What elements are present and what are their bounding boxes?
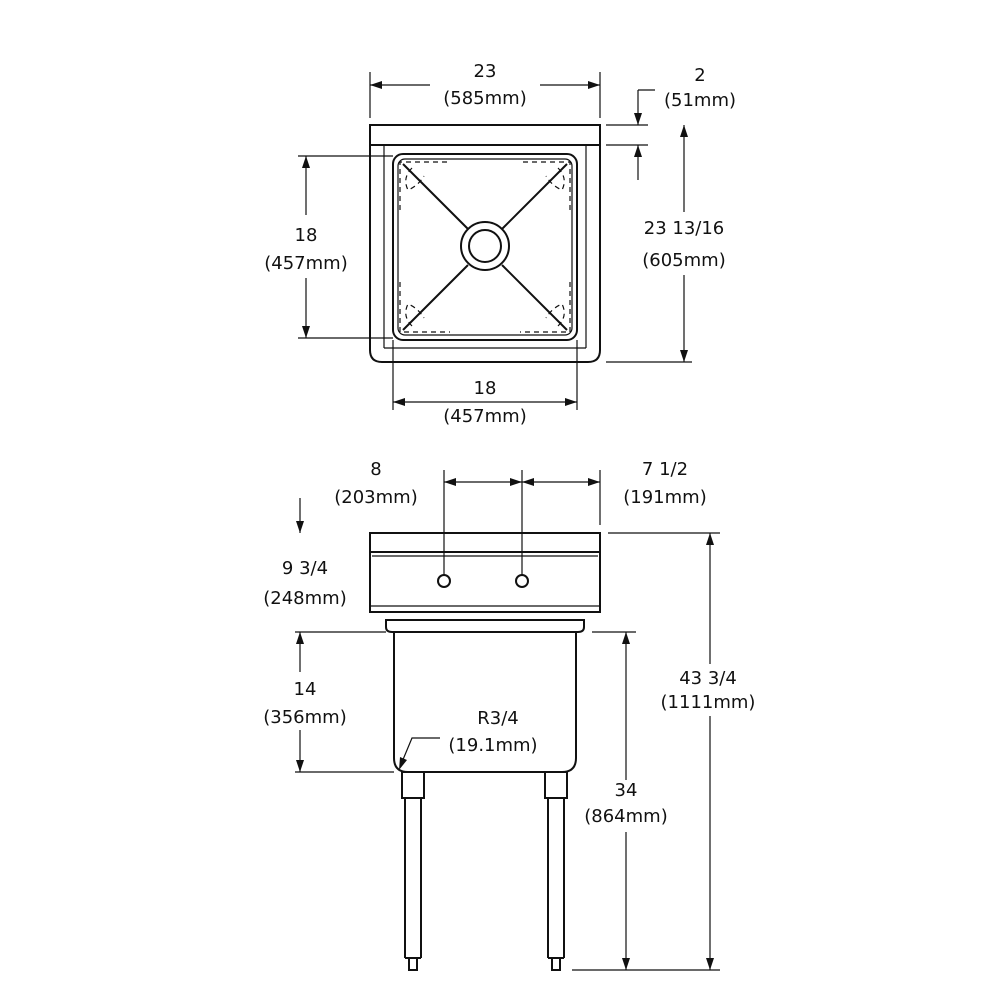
dim-corner-radius: R3/4 (19.1mm): [399, 708, 538, 770]
dim-bowl-depth: 14 (356mm): [263, 679, 394, 773]
front-view: 8 (203mm) 7 1/2 (191mm) 9 3/4 (248mm) 14…: [263, 459, 756, 971]
dim-corner-radius-metric: (19.1mm): [448, 735, 537, 756]
corner-mark-top-left: [399, 161, 450, 210]
dim-overall-depth-metric: (605mm): [642, 250, 725, 271]
bowl-outer: [392, 153, 578, 341]
sink-top-outline: [369, 124, 601, 363]
dim-overall-depth: 23 13/16 (605mm): [606, 125, 726, 363]
dim-overall-width-value: 23: [474, 61, 497, 82]
dim-splash-height: 9 3/4 (248mm): [263, 498, 386, 672]
dim-bowl-depth-top-value: 18: [295, 225, 318, 246]
faucet-hole-right: [515, 574, 529, 588]
dim-bowl-depth-metric: (356mm): [263, 707, 346, 728]
dim-backsplash-metric: (51mm): [664, 90, 736, 111]
slope-line: [402, 163, 469, 230]
top-view: 23 (585mm) 2 (51mm) 18 (457mm): [264, 61, 736, 427]
leg-right: [544, 771, 568, 971]
dim-overall-depth-value: 23 13/16: [644, 218, 725, 239]
dim-faucet-center-metric: (203mm): [334, 487, 417, 508]
dim-overall-width: 23 (585mm): [369, 61, 601, 118]
sink-rim: [385, 619, 585, 633]
slope-line: [501, 163, 568, 230]
corner-mark-bottom-right: [520, 282, 571, 333]
dim-splash-height-metric: (248mm): [263, 588, 346, 609]
dim-bowl-depth-value: 14: [294, 679, 317, 700]
faucet-hole-left: [437, 574, 451, 588]
slope-line: [402, 264, 469, 331]
drain-inner: [468, 229, 502, 263]
dim-faucet-offset-value: 7 1/2: [642, 459, 688, 480]
dim-overall-height: 43 3/4 (1111mm): [572, 532, 756, 971]
dim-bowl-width: 18 (457mm): [392, 340, 578, 427]
dim-faucet-center-value: 8: [370, 459, 381, 480]
dim-faucet-offset-metric: (191mm): [623, 487, 706, 508]
dim-backsplash-value: 2: [694, 65, 705, 86]
dim-overall-height-metric: (1111mm): [661, 692, 756, 713]
leg-left: [401, 771, 425, 971]
slope-line: [501, 264, 568, 331]
drain-outer: [460, 221, 510, 271]
dim-rim-height-value: 34: [615, 780, 638, 801]
dim-corner-radius-value: R3/4: [477, 708, 518, 729]
dim-bowl-depth-top: 18 (457mm): [264, 155, 393, 339]
dim-bowl-width-metric: (457mm): [443, 406, 526, 427]
dim-rim-height: 34 (864mm): [584, 631, 668, 970]
dim-bowl-depth-top-metric: (457mm): [264, 253, 347, 274]
dim-faucet-spacing: 8 (203mm) 7 1/2 (191mm): [334, 459, 707, 575]
corner-mark-top-right: [520, 161, 571, 210]
dim-splash-height-value: 9 3/4: [282, 558, 328, 579]
bowl-inner: [397, 158, 573, 336]
dim-rim-height-metric: (864mm): [584, 806, 667, 827]
dim-overall-width-metric: (585mm): [443, 88, 526, 109]
corner-mark-bottom-left: [399, 282, 450, 333]
dim-bowl-width-value: 18: [474, 378, 497, 399]
dim-overall-height-value: 43 3/4: [679, 668, 737, 689]
bowl-body: [393, 632, 577, 773]
dim-backsplash: 2 (51mm): [606, 65, 736, 180]
backsplash-panel: [369, 532, 601, 613]
